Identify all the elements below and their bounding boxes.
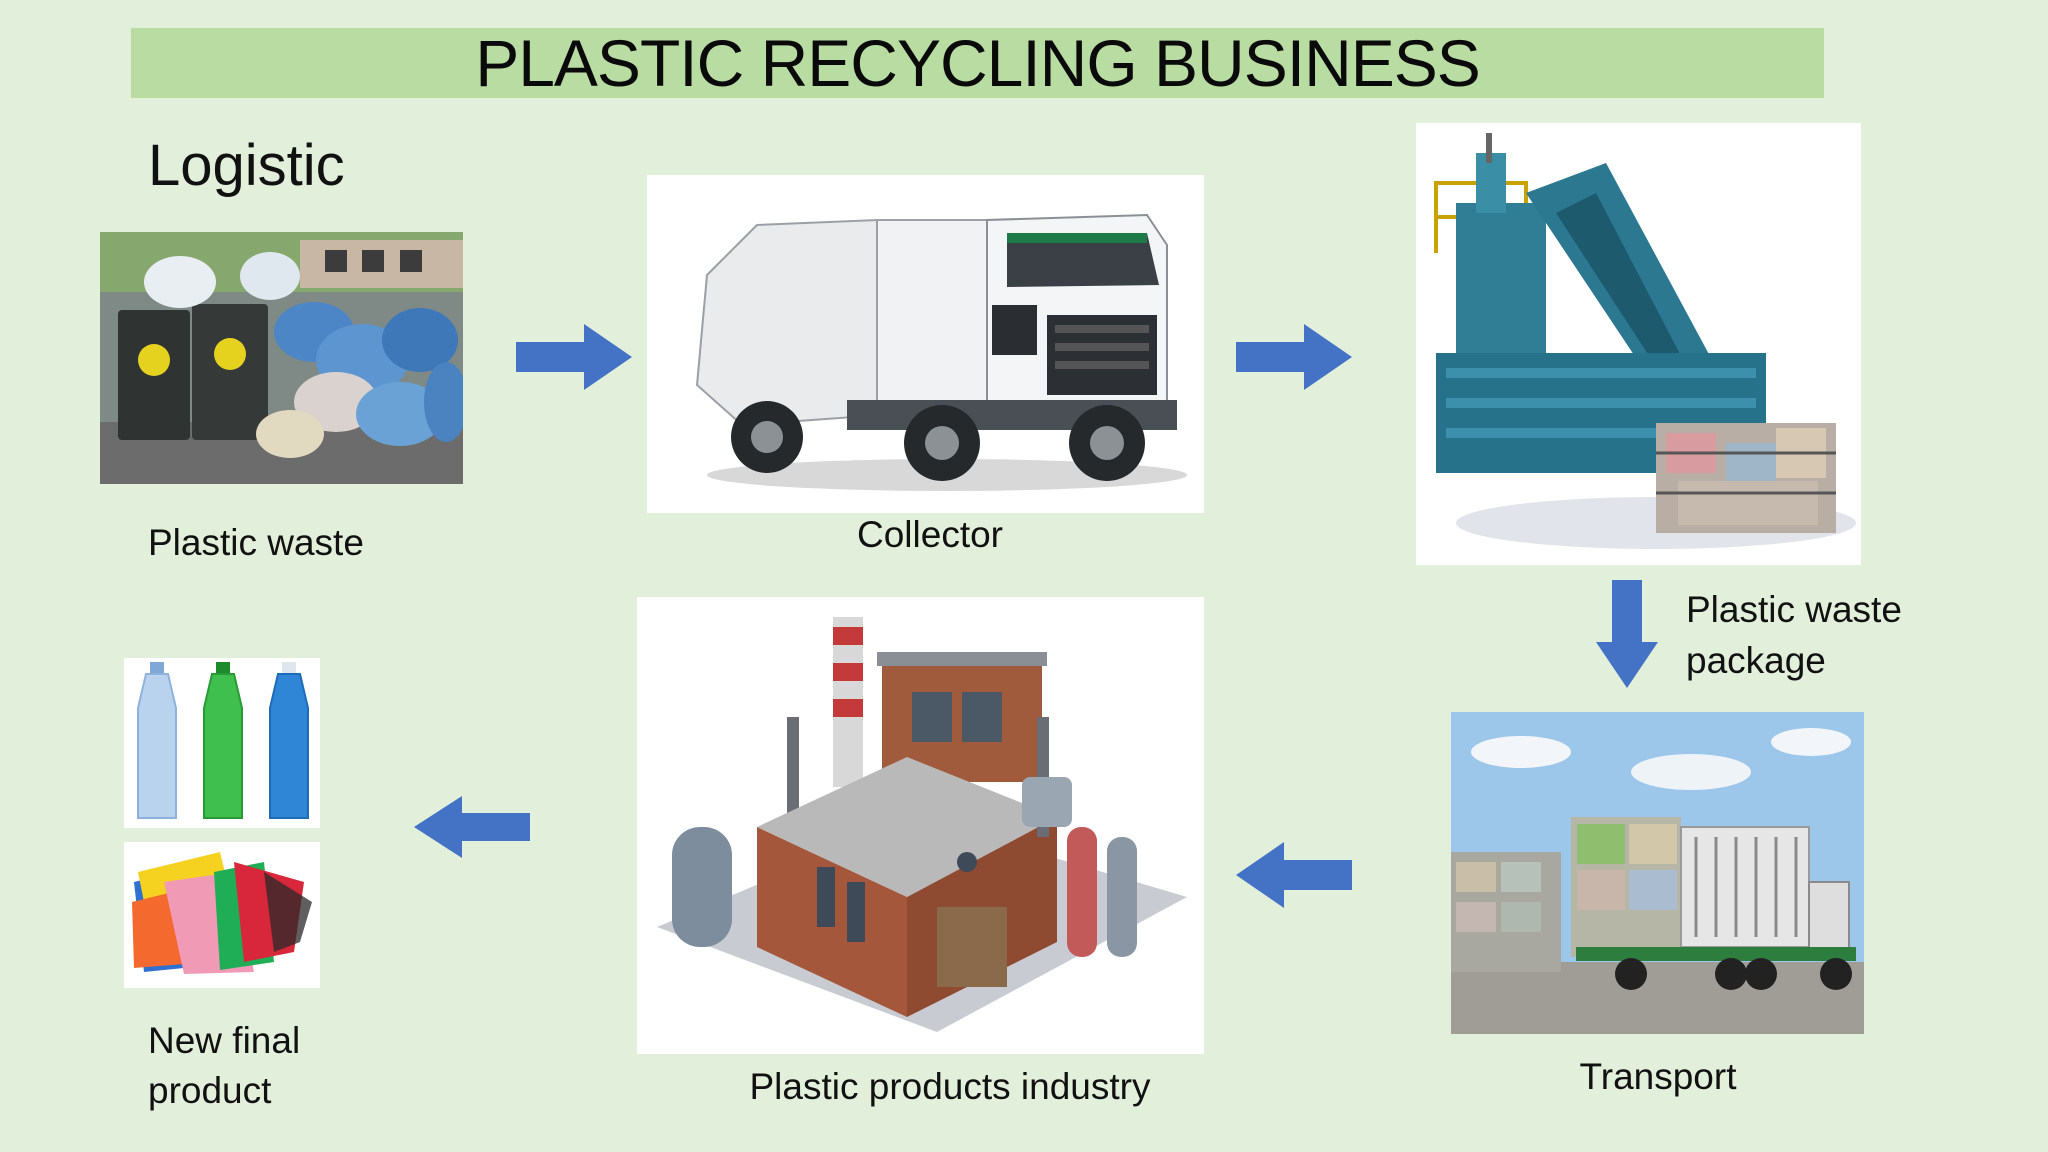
plastic-waste-label: Plastic waste <box>148 522 364 563</box>
baling-machine-image <box>1416 123 1861 565</box>
plastic-folders-image <box>124 842 320 988</box>
arrow-down-icon <box>1594 578 1660 690</box>
arrow-right-icon <box>514 322 634 392</box>
arrow-right-icon <box>1234 322 1354 392</box>
plastic-bottles-image <box>124 658 320 828</box>
transport-label: Transport <box>1579 1056 1737 1097</box>
section-heading: Logistic <box>148 133 345 198</box>
collector-truck-image <box>647 175 1204 513</box>
plastic-waste-package-label-line1: Plastic waste <box>1686 589 1902 630</box>
new-final-product-label-line2: product <box>148 1070 272 1111</box>
arrow-left-icon <box>412 794 532 860</box>
plastic-waste-image <box>100 232 463 484</box>
arrow-left-icon <box>1234 840 1354 910</box>
collector-label: Collector <box>857 514 1003 555</box>
factory-image <box>637 597 1204 1054</box>
page-title: PLASTIC RECYCLING BUSINESS <box>475 26 1481 100</box>
title-bar: PLASTIC RECYCLING BUSINESS <box>131 28 1824 98</box>
plastic-products-industry-label: Plastic products industry <box>749 1066 1151 1107</box>
transport-truck-image <box>1451 712 1864 1034</box>
plastic-waste-package-label-line2: package <box>1686 640 1826 681</box>
new-final-product-label-line1: New final <box>148 1020 301 1061</box>
